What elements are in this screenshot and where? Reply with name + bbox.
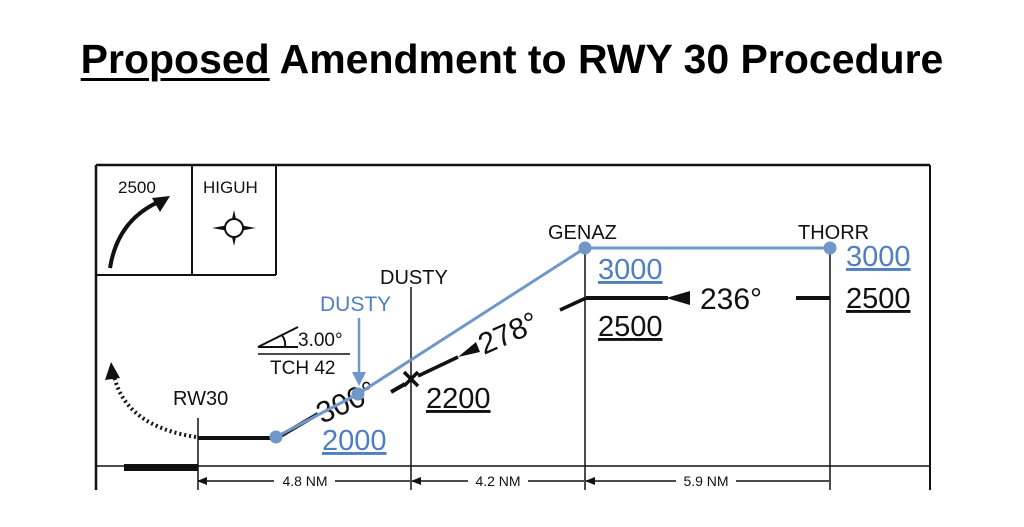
proposed-genaz-altitude: 3000 — [598, 254, 663, 286]
chart-frame — [94, 163, 931, 490]
proposed-dusty-label: DUSTY — [320, 293, 391, 316]
proposed-thorr-point — [823, 241, 837, 255]
published-profile — [198, 296, 830, 440]
proposed-rw30-point — [269, 430, 283, 444]
final-course-label: 300° — [311, 375, 381, 430]
rw30-label: RW30 — [173, 388, 228, 410]
dusty-altitude: 2200 — [426, 383, 491, 415]
genaz-label: GENAZ — [548, 222, 617, 244]
glidepath-angle-icon — [257, 326, 299, 348]
dusty-label: DUSTY — [380, 267, 448, 289]
missed-approach-altitude: 2500 — [118, 178, 156, 197]
genaz-altitude: 2500 — [598, 311, 663, 343]
climb-arrowhead-icon — [152, 196, 170, 212]
proposed-rw30-altitude: 2000 — [322, 425, 387, 457]
title-emphasis: Proposed — [80, 36, 270, 82]
slide-title: Proposed Amendment to RWY 30 Procedure — [0, 36, 1024, 83]
thorr-label: THORR — [798, 222, 869, 244]
distance-dusty-genaz: 4.2 NM — [475, 473, 520, 489]
proposed-genaz-point — [578, 241, 592, 255]
climb-arrow-icon — [108, 198, 164, 269]
glidepath-angle: 3.00° — [298, 330, 343, 351]
missed-approach-arrowhead-icon — [105, 362, 120, 380]
final-approach-fix-icon — [402, 370, 420, 388]
proposed-dusty-point — [351, 387, 365, 401]
proposed-profile — [275, 246, 830, 439]
distance-genaz-thorr: 5.9 NM — [683, 473, 728, 489]
thorr-altitude: 2500 — [846, 283, 911, 315]
proposed-dusty-pointer-arrowhead-icon — [352, 372, 366, 386]
proposed-thorr-altitude: 3000 — [846, 241, 911, 273]
holding-fix-symbol-icon — [212, 210, 256, 246]
distance-rw30-dusty: 4.8 NM — [282, 473, 327, 489]
runway-bar — [124, 464, 198, 471]
initial-course-arrowhead-icon — [666, 291, 690, 305]
holding-fix-name: HIGUH — [203, 178, 258, 197]
title-rest: Amendment to RWY 30 Procedure — [269, 36, 944, 82]
intermediate-course-arrowhead-icon — [458, 342, 480, 357]
threshold-crossing-height: TCH 42 — [270, 358, 335, 379]
initial-course-label: 236° — [700, 283, 762, 316]
